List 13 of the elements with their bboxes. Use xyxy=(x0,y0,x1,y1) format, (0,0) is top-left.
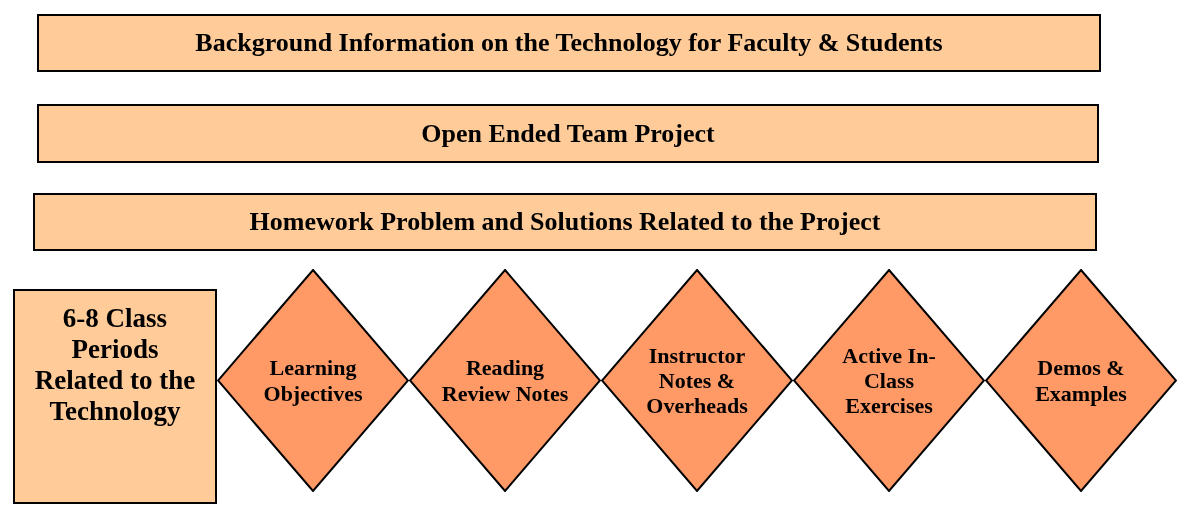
node-label: Learning Objectives xyxy=(262,355,364,406)
banner-bar xyxy=(37,104,1099,163)
node-label: Active In-Class Exercises xyxy=(841,342,937,419)
node-label: Open Ended Team Project xyxy=(421,118,715,149)
banner-bar xyxy=(33,193,1097,251)
banner-bar xyxy=(37,14,1101,72)
node-label: 6-8 Class Periods Related to the Technology xyxy=(33,303,197,428)
node-label: Instructor Notes & Overheads xyxy=(645,342,749,419)
node-label: Homework Problem and Solutions Related to the Project xyxy=(249,207,881,237)
side-box xyxy=(13,289,217,504)
node-label: Demos & Examples xyxy=(1034,355,1128,406)
node-label: Background Information on the Technology for Faculty & Students xyxy=(195,28,943,58)
node-label: Reading Review Notes xyxy=(440,355,570,406)
